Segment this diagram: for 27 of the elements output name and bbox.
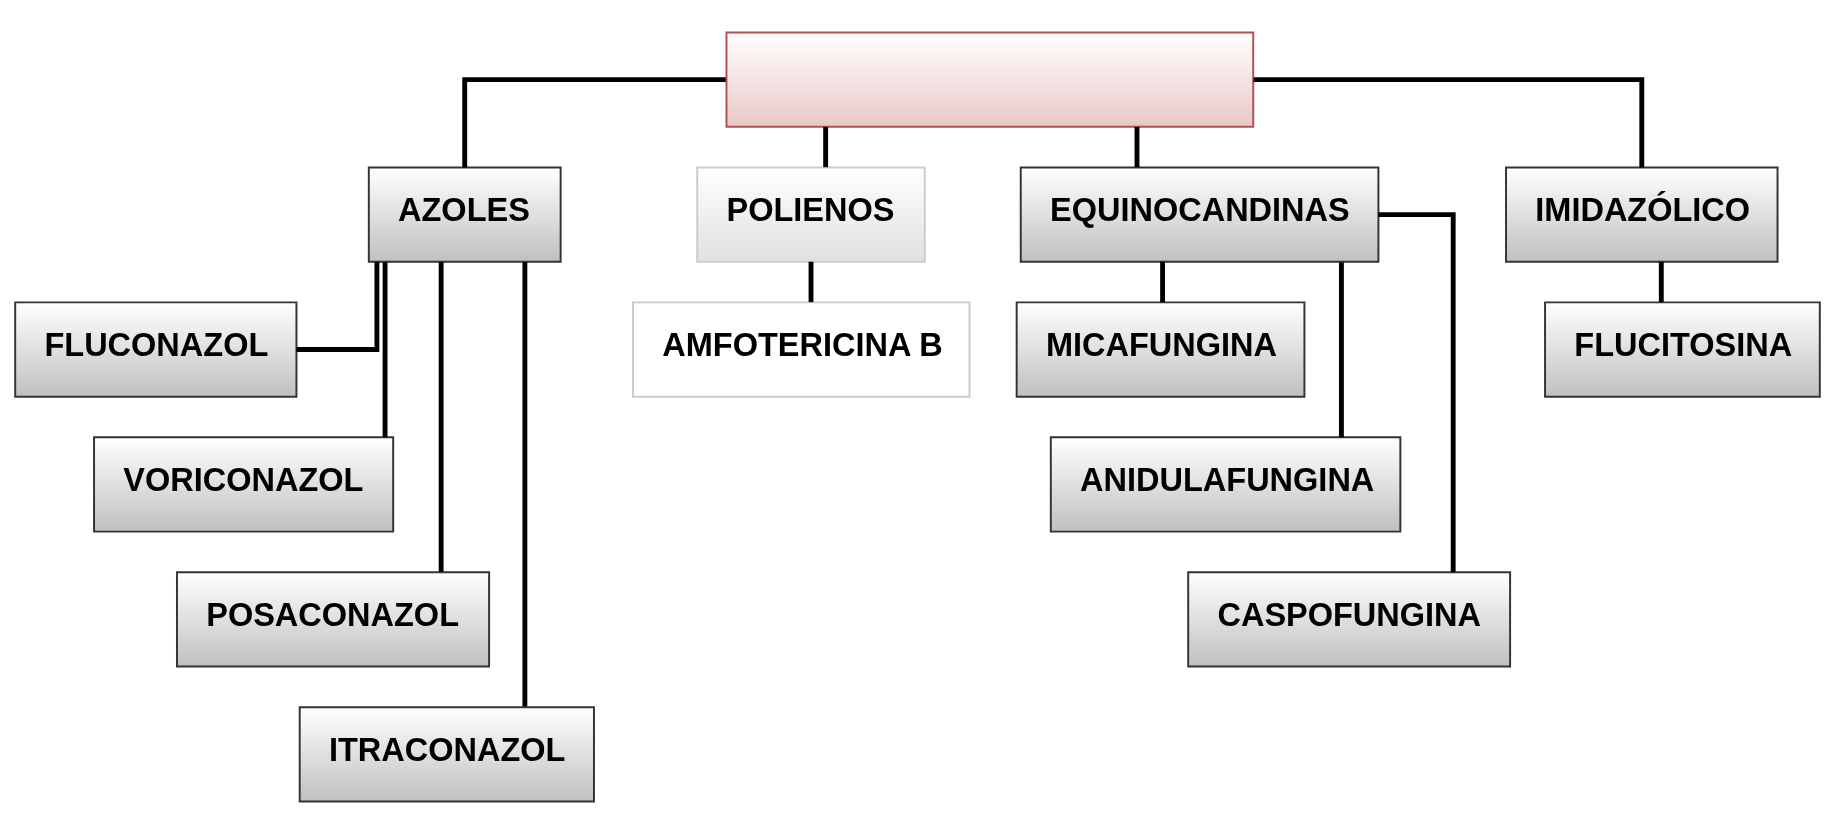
node-box: POLIENOS (696, 165, 926, 263)
connector (296, 261, 380, 352)
node-box: IMIDAZÓLICO (1505, 165, 1779, 263)
node-box: FLUCITOSINA (1544, 300, 1821, 398)
node-box: AZOLES (367, 165, 562, 263)
node-box: MICAFUNGINA (1015, 300, 1306, 398)
node-box: VORICONAZOL (93, 435, 395, 533)
connector (1160, 261, 1166, 302)
connector (382, 261, 388, 437)
connector (438, 261, 444, 572)
node-box: AMFOTERICINA B (632, 300, 971, 398)
connector (462, 76, 726, 167)
connector (1134, 126, 1140, 167)
connector (823, 126, 829, 167)
connector (1658, 261, 1664, 302)
connector (1339, 261, 1344, 437)
node-box: POSACONAZOL (176, 570, 491, 668)
connector (1253, 76, 1645, 167)
node-box: ITRACONAZOL (298, 705, 595, 802)
connector (808, 261, 814, 302)
connector (1378, 211, 1456, 572)
connector (522, 261, 528, 706)
node-box: FLUCONAZOL (14, 300, 298, 398)
node-box: EQUINOCANDINAS (1019, 165, 1380, 263)
node-box (725, 31, 1255, 128)
node-box: ANIDULAFUNGINA (1049, 435, 1402, 533)
node-box: CASPOFUNGINA (1187, 570, 1512, 668)
